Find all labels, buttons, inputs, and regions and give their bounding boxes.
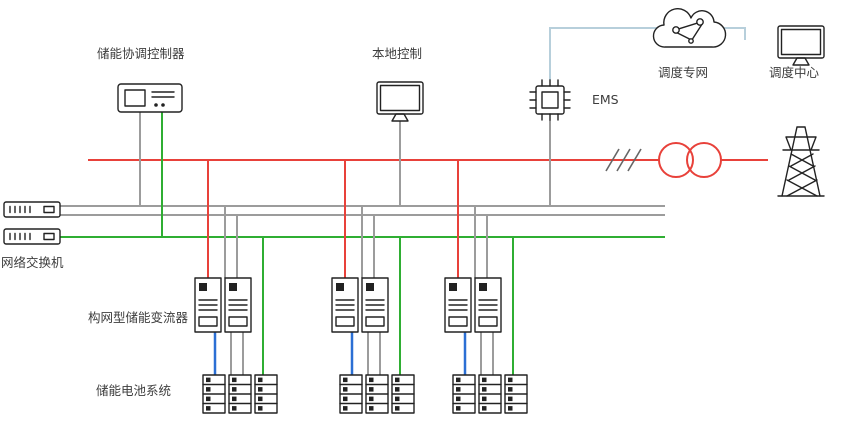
label-dispatch-network: 调度专网 bbox=[658, 65, 708, 80]
local-control-monitor-icon bbox=[376, 81, 424, 122]
ems-chip-icon bbox=[529, 79, 571, 121]
storage-branch-3 bbox=[445, 160, 527, 413]
coordinator-controller-icon bbox=[117, 83, 183, 113]
label-network-switch: 网络交换机 bbox=[1, 255, 64, 270]
label-coordinator: 储能协调控制器 bbox=[97, 46, 185, 61]
label-converter: 构网型储能变流器 bbox=[88, 310, 189, 325]
storage-branch-2 bbox=[332, 160, 414, 413]
ems-wan-link bbox=[549, 27, 746, 80]
label-battery-system: 储能电池系统 bbox=[96, 383, 171, 398]
label-ems: EMS bbox=[592, 92, 619, 107]
isolation-slashes-icon bbox=[605, 148, 642, 172]
label-dispatch-center: 调度中心 bbox=[769, 65, 820, 80]
transmission-tower-icon bbox=[777, 126, 825, 197]
storage-branch-1 bbox=[195, 160, 277, 413]
dispatch-cloud-icon bbox=[652, 7, 727, 48]
transformer-icon bbox=[658, 142, 722, 178]
label-local-control: 本地控制 bbox=[372, 46, 422, 61]
network-switch-icon-2 bbox=[3, 228, 61, 245]
dispatch-center-monitor-icon bbox=[777, 25, 825, 66]
network-switch-icon-1 bbox=[3, 201, 61, 218]
